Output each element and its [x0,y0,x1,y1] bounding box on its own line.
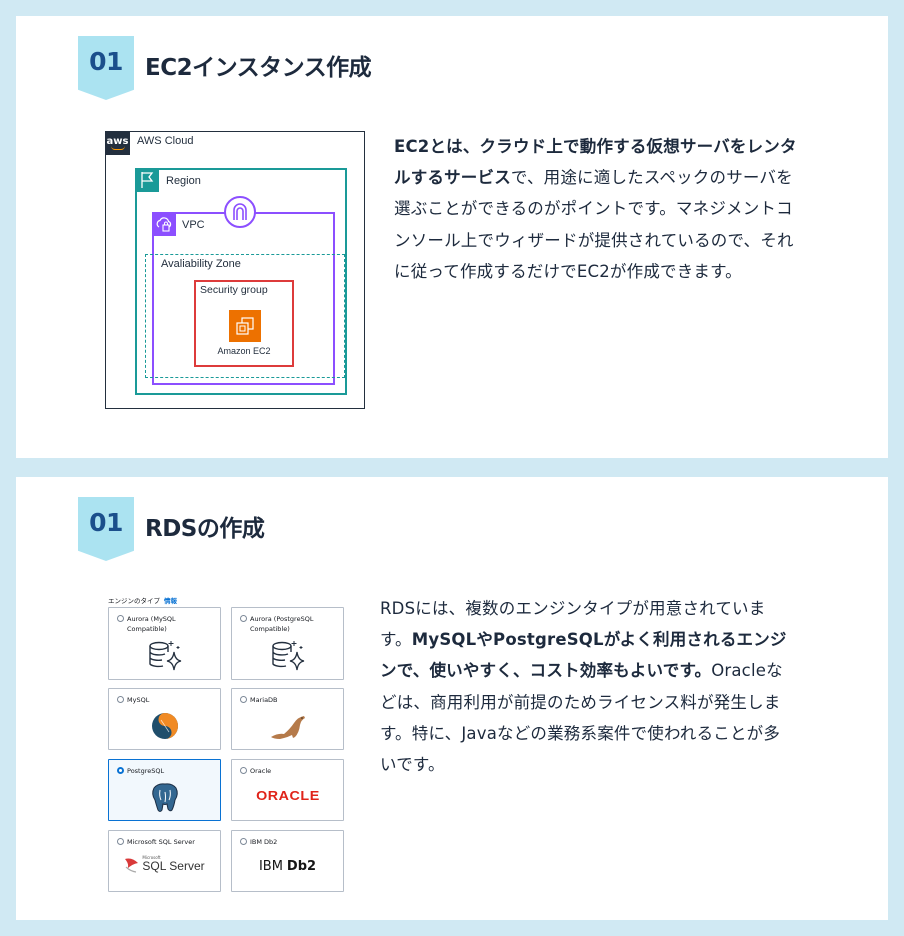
sql-server-logo-subtext: Microsoft [142,855,161,860]
badge-number: 01 [89,508,123,537]
radio-button[interactable] [117,615,124,622]
radio-button[interactable] [117,838,124,845]
ec2-label: Amazon EC2 [217,346,271,356]
section-title: RDSの作成 [145,516,265,542]
option-label: MySQL [127,696,150,704]
engine-type-heading-text: エンジンのタイプ [108,597,160,605]
radio-button[interactable] [117,696,124,703]
postgresql-elephant-icon [109,782,220,814]
aws-cloud-label: AWS Cloud [137,135,194,147]
section-title: EC2インスタンス作成 [145,55,372,81]
engine-option-aurora-mysql[interactable]: Aurora (MySQL Compatible) [108,607,221,680]
engine-type-heading: エンジンのタイプ情報 [108,595,177,605]
cloud-lock-icon [152,212,176,236]
radio-button[interactable] [240,767,247,774]
availability-zone-box: Avaliability Zone Security group Amazon … [145,254,345,378]
ec2-description-text: で、用途に適したスペックのサーバを選ぶことができるのがポイントです。マネジメント… [394,168,794,281]
engine-option-sql-server[interactable]: Microsoft SQL Server Microsoft SQL Serve… [108,830,221,892]
option-label: Aurora (MySQL Compatible) [127,615,176,633]
vpc-label: VPC [182,219,205,231]
rds-section-card: 01 RDSの作成 エンジンのタイプ情報 Aurora (MySQL Compa… [16,477,888,920]
ec2-description-bold: EC2とは、クラウド上で動作する仮想サーバをレンタルするサービス [394,137,797,188]
mysql-logo-icon [109,712,220,740]
flag-icon [135,168,159,192]
sql-server-logo-icon: Microsoft SQL Server [109,855,220,873]
engine-option-oracle[interactable]: Oracle ORACLE [231,759,344,821]
rds-description-text-2: Oracleなどは、商用利用が前提のためライセンス料が発生します。特に、Java… [380,661,783,775]
option-label: Microsoft SQL Server [127,838,195,846]
section-number-badge: 01 [78,36,134,100]
ec2-description: EC2とは、クラウド上で動作する仮想サーバをレンタルするサービスで、用途に適した… [394,131,799,287]
aurora-db-icon [109,638,220,672]
security-group-box: Security group Amazon EC2 [194,280,294,367]
option-label: IBM Db2 [250,838,278,846]
oracle-logo-icon: ORACLE [232,788,343,803]
availability-zone-label: Avaliability Zone [161,258,241,270]
ec2-instance-icon [229,310,261,342]
rds-description-text-1: RDSには、複数のエンジンタイプが用意されています。 [380,599,766,650]
region-box: Region VPC Avaliability Zone Security gr… [135,168,347,395]
vpc-box: VPC [152,196,335,385]
option-label: MariaDB [250,696,278,704]
engine-option-mysql[interactable]: MySQL [108,688,221,750]
badge-number: 01 [89,47,123,76]
engine-option-ibm-db2[interactable]: IBM Db2 IBM Db2 [231,830,344,892]
option-label: Oracle [250,767,272,775]
oracle-logo-text: ORACLE [255,788,320,803]
radio-button-selected[interactable] [117,767,124,774]
security-group-label: Security group [200,284,268,296]
db2-logo-text: Db2 [286,859,317,874]
mariadb-seal-icon [232,713,343,741]
radio-button[interactable] [240,838,247,845]
engine-option-aurora-postgresql[interactable]: Aurora (PostgreSQL Compatible) [231,607,344,680]
aws-logo-icon: aws [105,131,130,155]
aurora-db-icon [232,638,343,672]
info-link[interactable]: 情報 [164,597,177,605]
engine-option-mariadb[interactable]: MariaDB [231,688,344,750]
internet-gateway-icon [224,196,256,228]
aws-architecture-diagram: aws AWS Cloud Region VPC Avaliability Zo… [105,131,365,409]
ec2-section-card: 01 EC2インスタンス作成 aws AWS Cloud Region VPC [16,16,888,458]
ibm-logo-text: IBM [258,859,283,874]
option-label: PostgreSQL [127,767,165,775]
radio-button[interactable] [240,696,247,703]
sql-server-logo-text: SQL Server [142,859,205,873]
region-label: Region [166,175,201,187]
radio-button[interactable] [240,615,247,622]
engine-type-picker: エンジンのタイプ情報 Aurora (MySQL Compatible) Aur… [108,595,348,895]
rds-description: RDSには、複数のエンジンタイプが用意されています。MySQLやPostgreS… [380,593,795,780]
ibm-db2-logo-icon: IBM Db2 [232,859,343,874]
section-number-badge: 01 [78,497,134,561]
option-label: Aurora (PostgreSQL Compatible) [250,615,314,633]
rds-description-bold: MySQLやPostgreSQLがよく利用されるエンジンで、使いやすく、コスト効… [380,630,787,681]
engine-option-postgresql[interactable]: PostgreSQL [108,759,221,821]
